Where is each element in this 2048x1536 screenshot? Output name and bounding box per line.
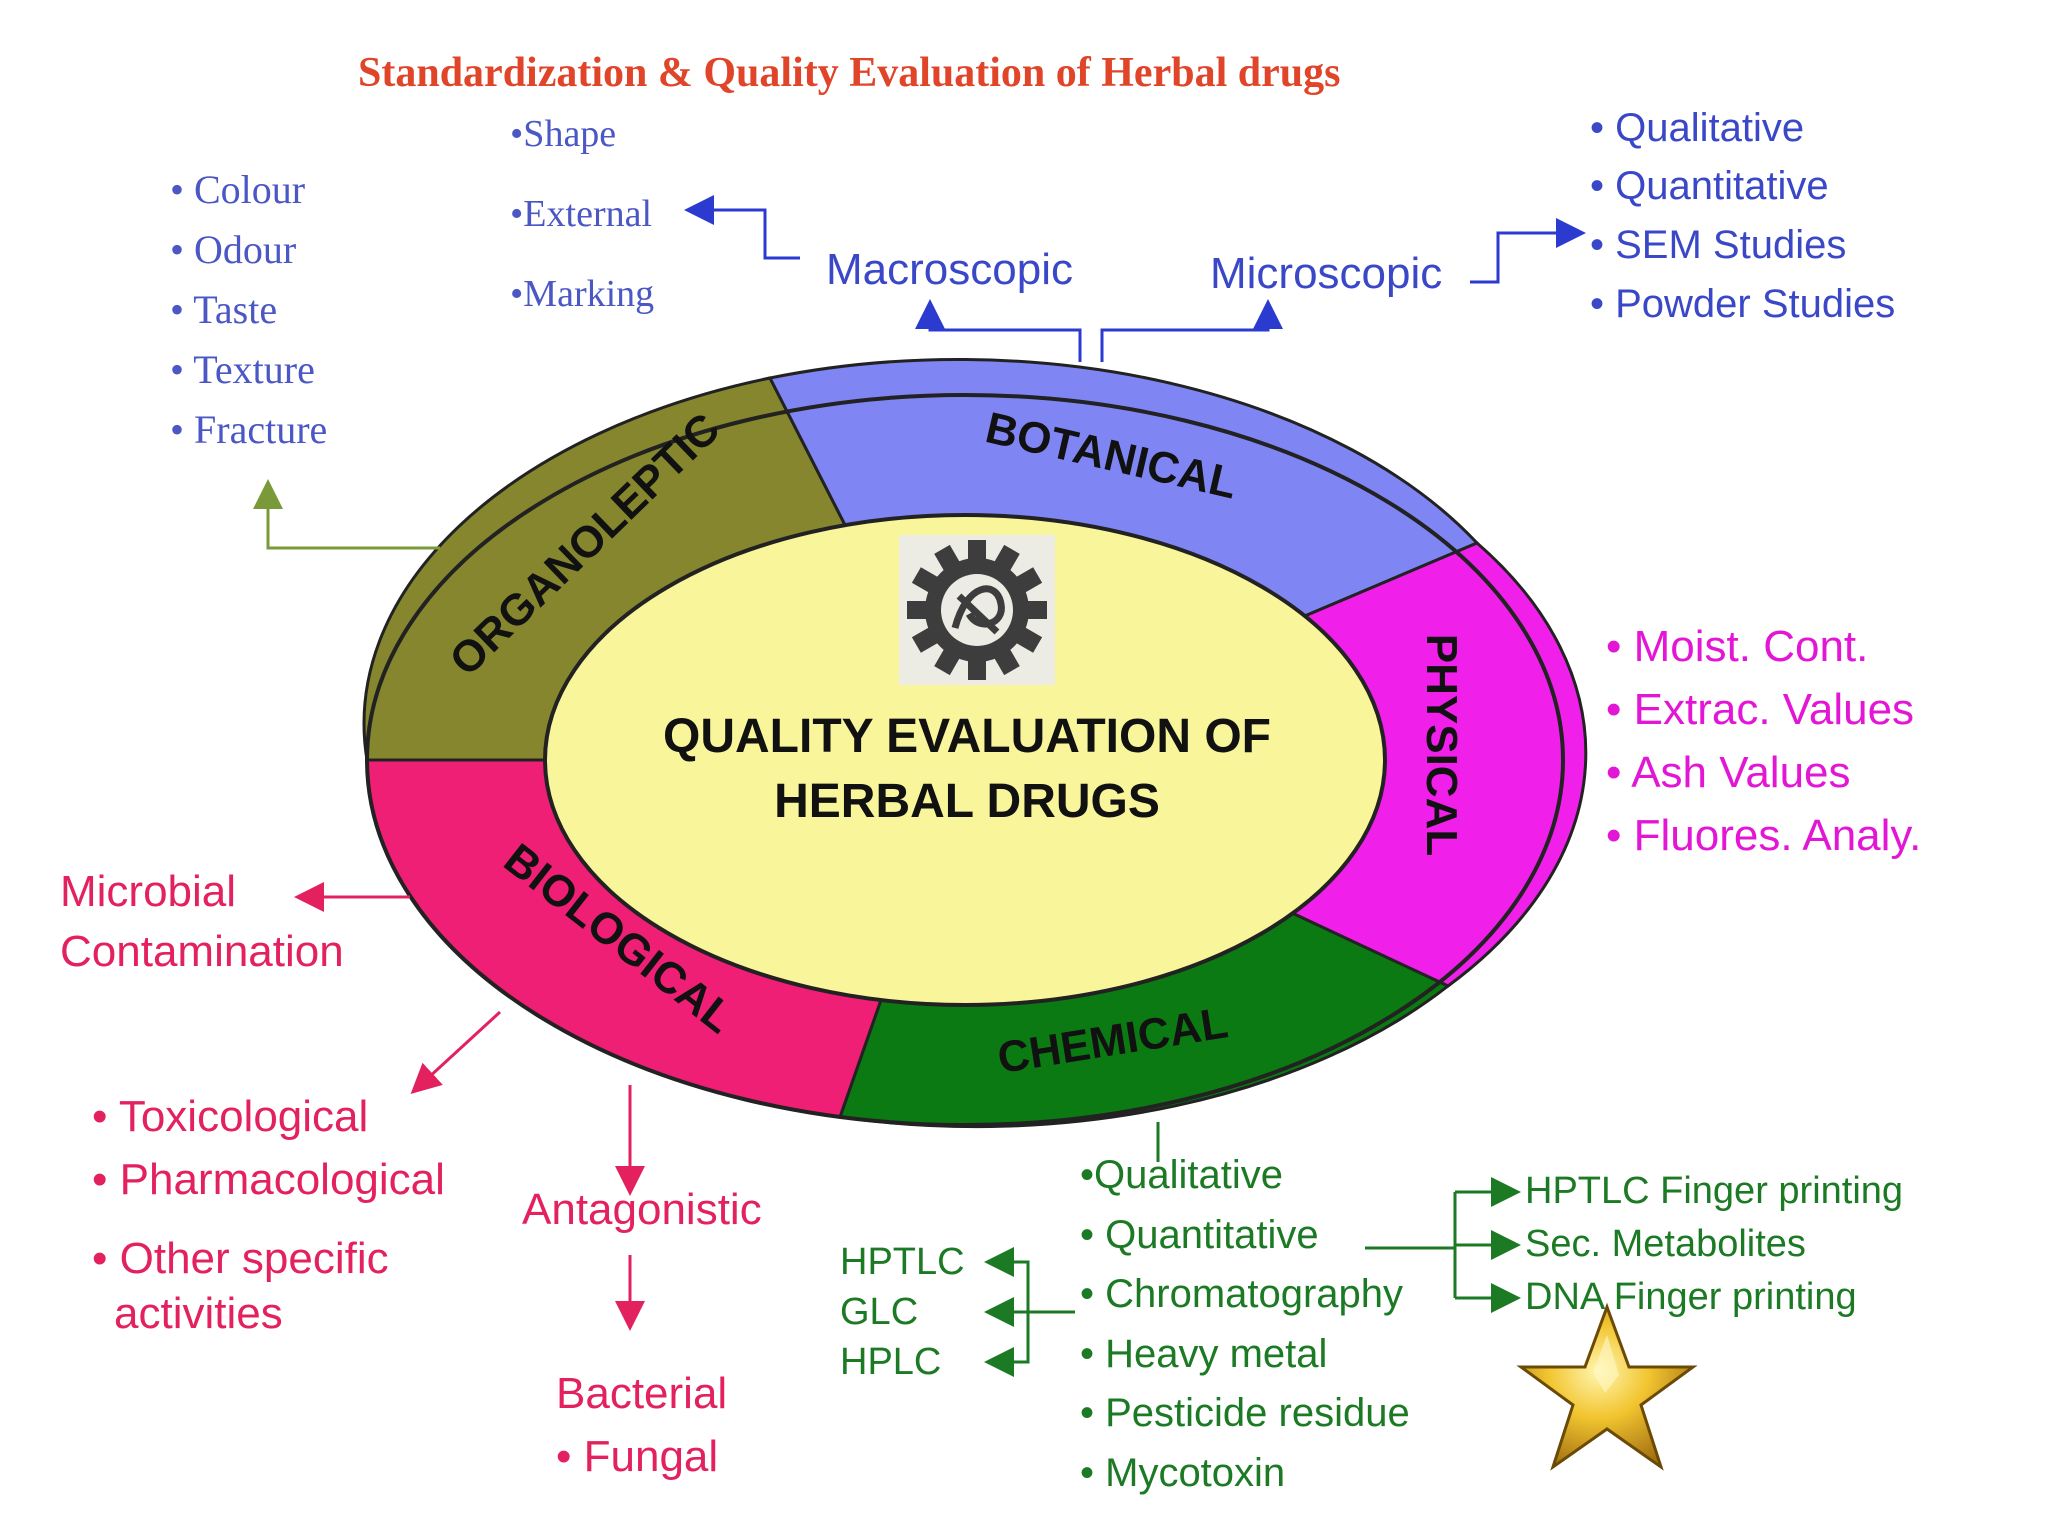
microscopic-label: Microscopic [1210, 252, 1442, 296]
quantitative-method: Sec. Metabolites [1525, 1225, 1806, 1263]
fungal-label: • Fungal [556, 1435, 718, 1479]
chromatography-type: HPTLC [840, 1243, 965, 1281]
organoleptic-item: • Fracture [170, 410, 327, 450]
organoleptic-item: • Texture [170, 350, 315, 390]
micro-item: • Qualitative [1590, 108, 1804, 148]
antagonistic-label: Antagonistic [522, 1188, 762, 1232]
quantitative-method: DNA Finger printing [1525, 1278, 1857, 1316]
physical-item: • Extrac. Values [1606, 688, 1914, 732]
micro-item: • SEM Studies [1590, 225, 1846, 265]
microbial-label-line2: Contamination [60, 930, 344, 974]
macro-item-marking: •Marking [510, 275, 654, 313]
gold-star-icon [1521, 1307, 1693, 1467]
microbial-label-line1: Microbial [60, 870, 236, 914]
connector-external [690, 210, 800, 258]
organoleptic-item: • Odour [170, 230, 296, 270]
bacterial-label: Bacterial [556, 1372, 727, 1416]
connector-macroscopic [930, 305, 1080, 362]
chromatography-type: HPLC [840, 1343, 941, 1381]
connector-toxicological [415, 1012, 500, 1090]
connector-hplc [990, 1298, 1028, 1362]
connector-organoleptic [268, 485, 440, 548]
connector-microscopic [1102, 305, 1268, 362]
center-title: QUALITY EVALUATION OF HERBAL DRUGS [587, 705, 1347, 835]
bio-activity-cont: activities [114, 1292, 283, 1336]
gear-logo-icon [899, 535, 1055, 685]
quantitative-method: HPTLC Finger printing [1525, 1172, 1903, 1210]
bio-activity-item: • Other specific [92, 1237, 389, 1281]
chemical-item: •Qualitative [1080, 1155, 1283, 1195]
physical-item: • Moist. Cont. [1606, 625, 1868, 669]
micro-item: • Powder Studies [1590, 284, 1895, 324]
micro-item: • Quantitative [1590, 166, 1829, 206]
chemical-item: • Chromatography [1080, 1274, 1403, 1314]
chemical-item: • Pesticide residue [1080, 1393, 1410, 1433]
organoleptic-item: • Taste [170, 290, 277, 330]
segment-label-physical: PHYSICAL [1417, 634, 1466, 856]
macroscopic-label: Macroscopic [826, 248, 1073, 292]
physical-item: • Fluores. Analy. [1606, 814, 1921, 858]
connector-micro-list [1470, 233, 1580, 282]
macro-item-external: •External [510, 195, 652, 233]
center-title-line1: QUALITY EVALUATION OF [587, 705, 1347, 770]
connector-hptlc [990, 1262, 1028, 1298]
chromatography-type: GLC [840, 1293, 918, 1331]
chemical-item: • Quantitative [1080, 1215, 1319, 1255]
center-title-line2: HERBAL DRUGS [587, 770, 1347, 835]
bio-activity-item: • Pharmacological [92, 1158, 445, 1202]
chemical-item: • Heavy metal [1080, 1334, 1327, 1374]
physical-item: • Ash Values [1606, 751, 1851, 795]
organoleptic-item: • Colour [170, 170, 305, 210]
macro-item-shape: •Shape [510, 115, 616, 153]
chemical-item: • Mycotoxin [1080, 1453, 1285, 1493]
bio-activity-item: • Toxicological [92, 1095, 368, 1139]
